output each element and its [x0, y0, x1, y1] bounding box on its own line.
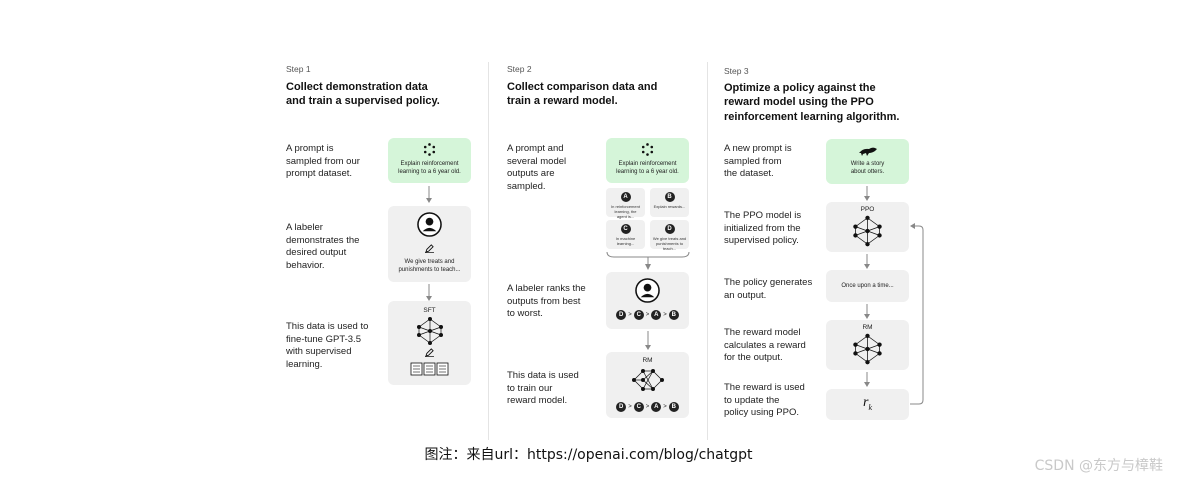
step-title: Optimize a policy against the reward mod… [724, 82, 900, 123]
arrow-down-icon [864, 186, 870, 201]
watermark: CSDN @东方与樟鞋 [1034, 458, 1163, 474]
neural-network-icon [853, 333, 882, 365]
loop-icon [423, 143, 436, 156]
pencil-icon [425, 244, 434, 253]
reward-card: rk [826, 389, 909, 420]
neural-network-icon [853, 215, 882, 247]
documents-icon [410, 362, 449, 376]
ranking-row: D> C> A> B [606, 402, 689, 412]
output-card-b: B Explain rewards... [650, 188, 689, 217]
pencil-icon [425, 348, 434, 357]
arrow-down-icon [426, 284, 432, 301]
model-label: RM [862, 324, 873, 331]
step-title: Collect comparison data and train a rewa… [507, 81, 658, 108]
reward-symbol: rk [862, 395, 872, 412]
person-icon [635, 278, 660, 303]
arrow-down-icon [864, 372, 870, 387]
step-label: Step 1 [286, 64, 311, 74]
ppo-model-card: PPO [826, 202, 909, 252]
ranking-card: D> C> A> B [606, 272, 689, 329]
column-divider [488, 62, 489, 440]
sft-model-card: SFT [388, 301, 471, 385]
arrow-down-icon [645, 331, 651, 350]
neural-network-icon [632, 369, 664, 391]
step-label: Step 3 [724, 66, 749, 76]
output-card: Once upon a time... [826, 270, 909, 302]
column-divider [707, 62, 708, 440]
model-label: SFT [423, 307, 436, 314]
figure-caption: 图注：来自url：https://openai.com/blog/chatgpt [424, 447, 753, 463]
loop-icon [641, 143, 654, 156]
arrow-down-icon [864, 254, 870, 269]
person-icon [417, 212, 442, 237]
reward-model-card: RM D> C> A> B [606, 352, 689, 418]
step-label: Step 2 [507, 64, 532, 74]
feedback-loop-arrow-icon [910, 223, 924, 405]
reward-model-card: RM [826, 320, 909, 370]
ranking-row: D> C> A> B [606, 310, 689, 320]
model-label: PPO [860, 206, 875, 213]
arrow-down-icon [864, 304, 870, 319]
model-label: RM [642, 357, 653, 364]
generated-output-text: Once upon a time... [841, 283, 894, 289]
arrow-down-icon [426, 186, 432, 203]
otter-icon [859, 147, 877, 156]
step-title: Collect demonstration data and train a s… [286, 81, 440, 108]
bracket-arrow-icon [606, 251, 690, 270]
neural-network-icon [417, 317, 443, 345]
